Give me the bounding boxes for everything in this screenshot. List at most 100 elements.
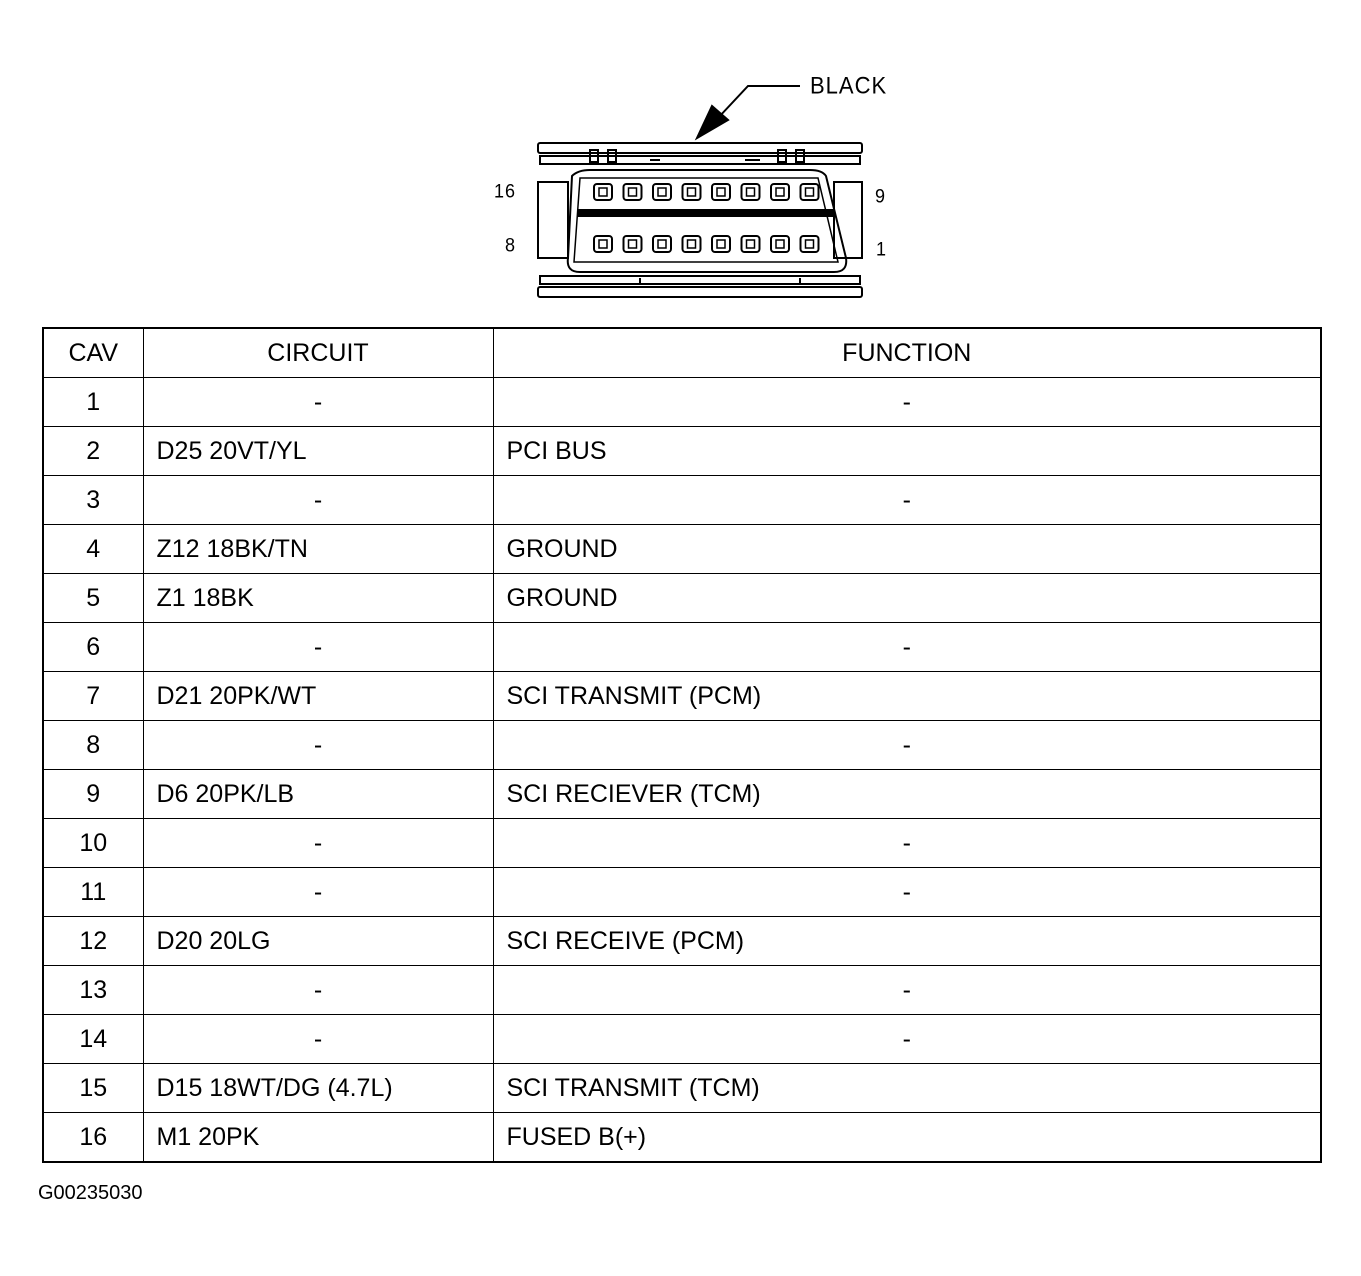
function-cell: - (492, 377, 1322, 427)
figure-id: G00235030 (38, 1182, 143, 1204)
circuit-cell: - (142, 965, 494, 1015)
cav-cell: 2 (42, 426, 144, 476)
circuit-cell: D20 20LG (142, 916, 494, 966)
pin-cavity (799, 235, 820, 253)
connector-housing (566, 169, 848, 273)
callout-label: BLACK (810, 71, 888, 100)
pin-contact (775, 187, 785, 197)
row-divider (577, 209, 835, 217)
function-cell: SCI RECEIVE (PCM) (492, 916, 1322, 966)
cav-cell: 3 (42, 475, 144, 525)
pin-contact (745, 187, 756, 197)
table-row: 10-- (42, 818, 1322, 868)
function-cell: FUSED B(+) (492, 1112, 1322, 1163)
cav-cell: 16 (42, 1112, 144, 1163)
circuit-cell: D21 20PK/WT (142, 671, 494, 721)
pin-row-bottom (593, 235, 820, 253)
pin-cavity (770, 183, 790, 201)
pin-row-top (593, 183, 820, 201)
pin-label-16: 16 (494, 179, 517, 202)
function-cell: PCI BUS (492, 426, 1322, 476)
pin-label-9: 9 (875, 184, 887, 207)
function-cell: SCI RECIEVER (TCM) (492, 769, 1322, 819)
cav-cell: 4 (42, 524, 144, 574)
pin-contact (804, 187, 815, 197)
cav-cell: 6 (42, 622, 144, 672)
pin-contact (775, 239, 785, 249)
connector-drawing (537, 85, 863, 298)
table-row: 14-- (42, 1014, 1322, 1064)
pin-contact (598, 239, 608, 249)
table-row: 13-- (42, 965, 1322, 1015)
top-rail-inner (539, 155, 861, 165)
pin-cavity (740, 183, 761, 201)
function-cell: - (492, 1014, 1322, 1064)
function-cell: SCI TRANSMIT (PCM) (492, 671, 1322, 721)
function-cell: - (492, 867, 1322, 917)
circuit-cell: - (142, 475, 494, 525)
bottom-rail-inner (539, 275, 861, 285)
pin-cavity (711, 235, 731, 253)
pin-cavity (770, 235, 790, 253)
circuit-cell: D25 20VT/YL (142, 426, 494, 476)
right-bracket (833, 181, 863, 259)
pin-contact (686, 239, 697, 249)
pin-contact (716, 239, 726, 249)
table-header-row: CAV CIRCUIT FUNCTION (42, 327, 1322, 378)
cav-cell: 14 (42, 1014, 144, 1064)
cav-cell: 13 (42, 965, 144, 1015)
function-cell: - (492, 720, 1322, 770)
cav-cell: 9 (42, 769, 144, 819)
connector-diagram: BLACK 16 9 8 1 (0, 0, 1361, 320)
pin-label-8: 8 (505, 233, 517, 256)
pin-cavity (711, 183, 731, 201)
circuit-cell: M1 20PK (142, 1112, 494, 1163)
pin-cavity (622, 235, 643, 253)
pin-cavity (740, 235, 761, 253)
pin-cavity (652, 183, 672, 201)
circuit-cell: - (142, 622, 494, 672)
function-cell: SCI TRANSMIT (TCM) (492, 1063, 1322, 1113)
circuit-cell: - (142, 377, 494, 427)
cav-cell: 12 (42, 916, 144, 966)
function-cell: GROUND (492, 573, 1322, 623)
circuit-cell: - (142, 867, 494, 917)
pin-contact (657, 187, 667, 197)
circuit-cell: D6 20PK/LB (142, 769, 494, 819)
pin-contact (627, 239, 638, 249)
table-row: 3-- (42, 475, 1322, 525)
pin-contact (627, 187, 638, 197)
circuit-cell: - (142, 720, 494, 770)
pin-cavity (652, 235, 672, 253)
callout-arrowhead (694, 104, 730, 141)
cav-cell: 10 (42, 818, 144, 868)
top-rail (537, 142, 863, 154)
left-bracket (537, 181, 569, 259)
function-cell: - (492, 965, 1322, 1015)
header-function: FUNCTION (492, 327, 1322, 378)
pin-contact (598, 187, 608, 197)
pin-label-1: 1 (876, 237, 888, 260)
function-cell: - (492, 818, 1322, 868)
cav-cell: 11 (42, 867, 144, 917)
table-row: 6-- (42, 622, 1322, 672)
table-row: 11-- (42, 867, 1322, 917)
circuit-cell: - (142, 1014, 494, 1064)
header-cav: CAV (42, 327, 144, 378)
table-row: 8-- (42, 720, 1322, 770)
pin-contact (716, 187, 726, 197)
pin-contact (745, 239, 756, 249)
function-cell: - (492, 622, 1322, 672)
header-circuit: CIRCUIT (142, 327, 494, 378)
cav-cell: 8 (42, 720, 144, 770)
circuit-cell: Z12 18BK/TN (142, 524, 494, 574)
callout-leader-line (717, 85, 800, 119)
